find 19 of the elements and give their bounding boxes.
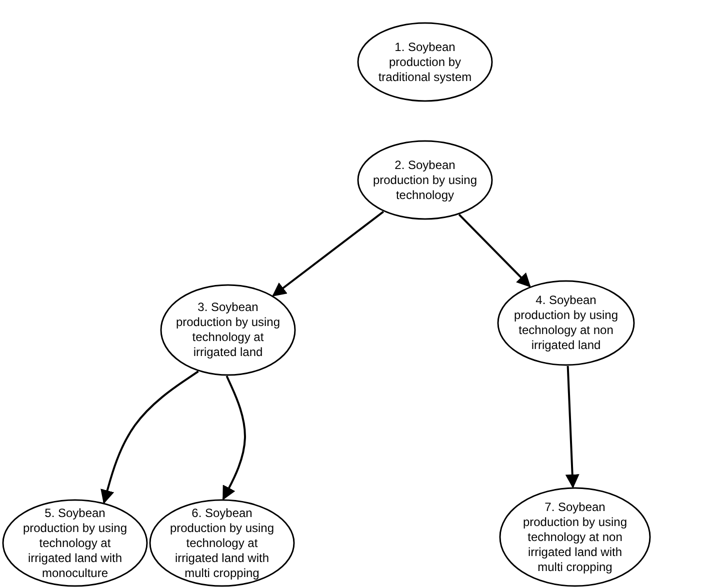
process-ellipse [499, 487, 651, 587]
arrow [100, 370, 199, 504]
node-label: 5. Soybean production by using technology at irrigated land with monoculture [22, 506, 128, 580]
node-label: 3. Soybean production by using technology at irrigated land [174, 300, 282, 360]
node-label: 7. Soybean production by using technology at non irrigated land with multi cropping [522, 500, 628, 574]
node-label: 1. Soybean production by traditional system [377, 40, 473, 84]
process-ellipse [357, 22, 493, 102]
process-ellipse [497, 280, 635, 366]
process-ellipse [357, 140, 493, 220]
arrow [222, 376, 246, 500]
arrow [458, 214, 531, 288]
node-label: 2. Soybean production by using technology [372, 158, 478, 202]
arrow [565, 366, 580, 488]
process-ellipse [149, 499, 295, 587]
arrow [272, 210, 384, 296]
process-ellipse [2, 499, 148, 587]
node-label: 6. Soybean production by using technology at irrigated land with multi cropping [168, 506, 276, 580]
node-label: 4. Soybean production by using technology at non irrigated land [512, 293, 620, 353]
process-ellipse [160, 284, 296, 376]
